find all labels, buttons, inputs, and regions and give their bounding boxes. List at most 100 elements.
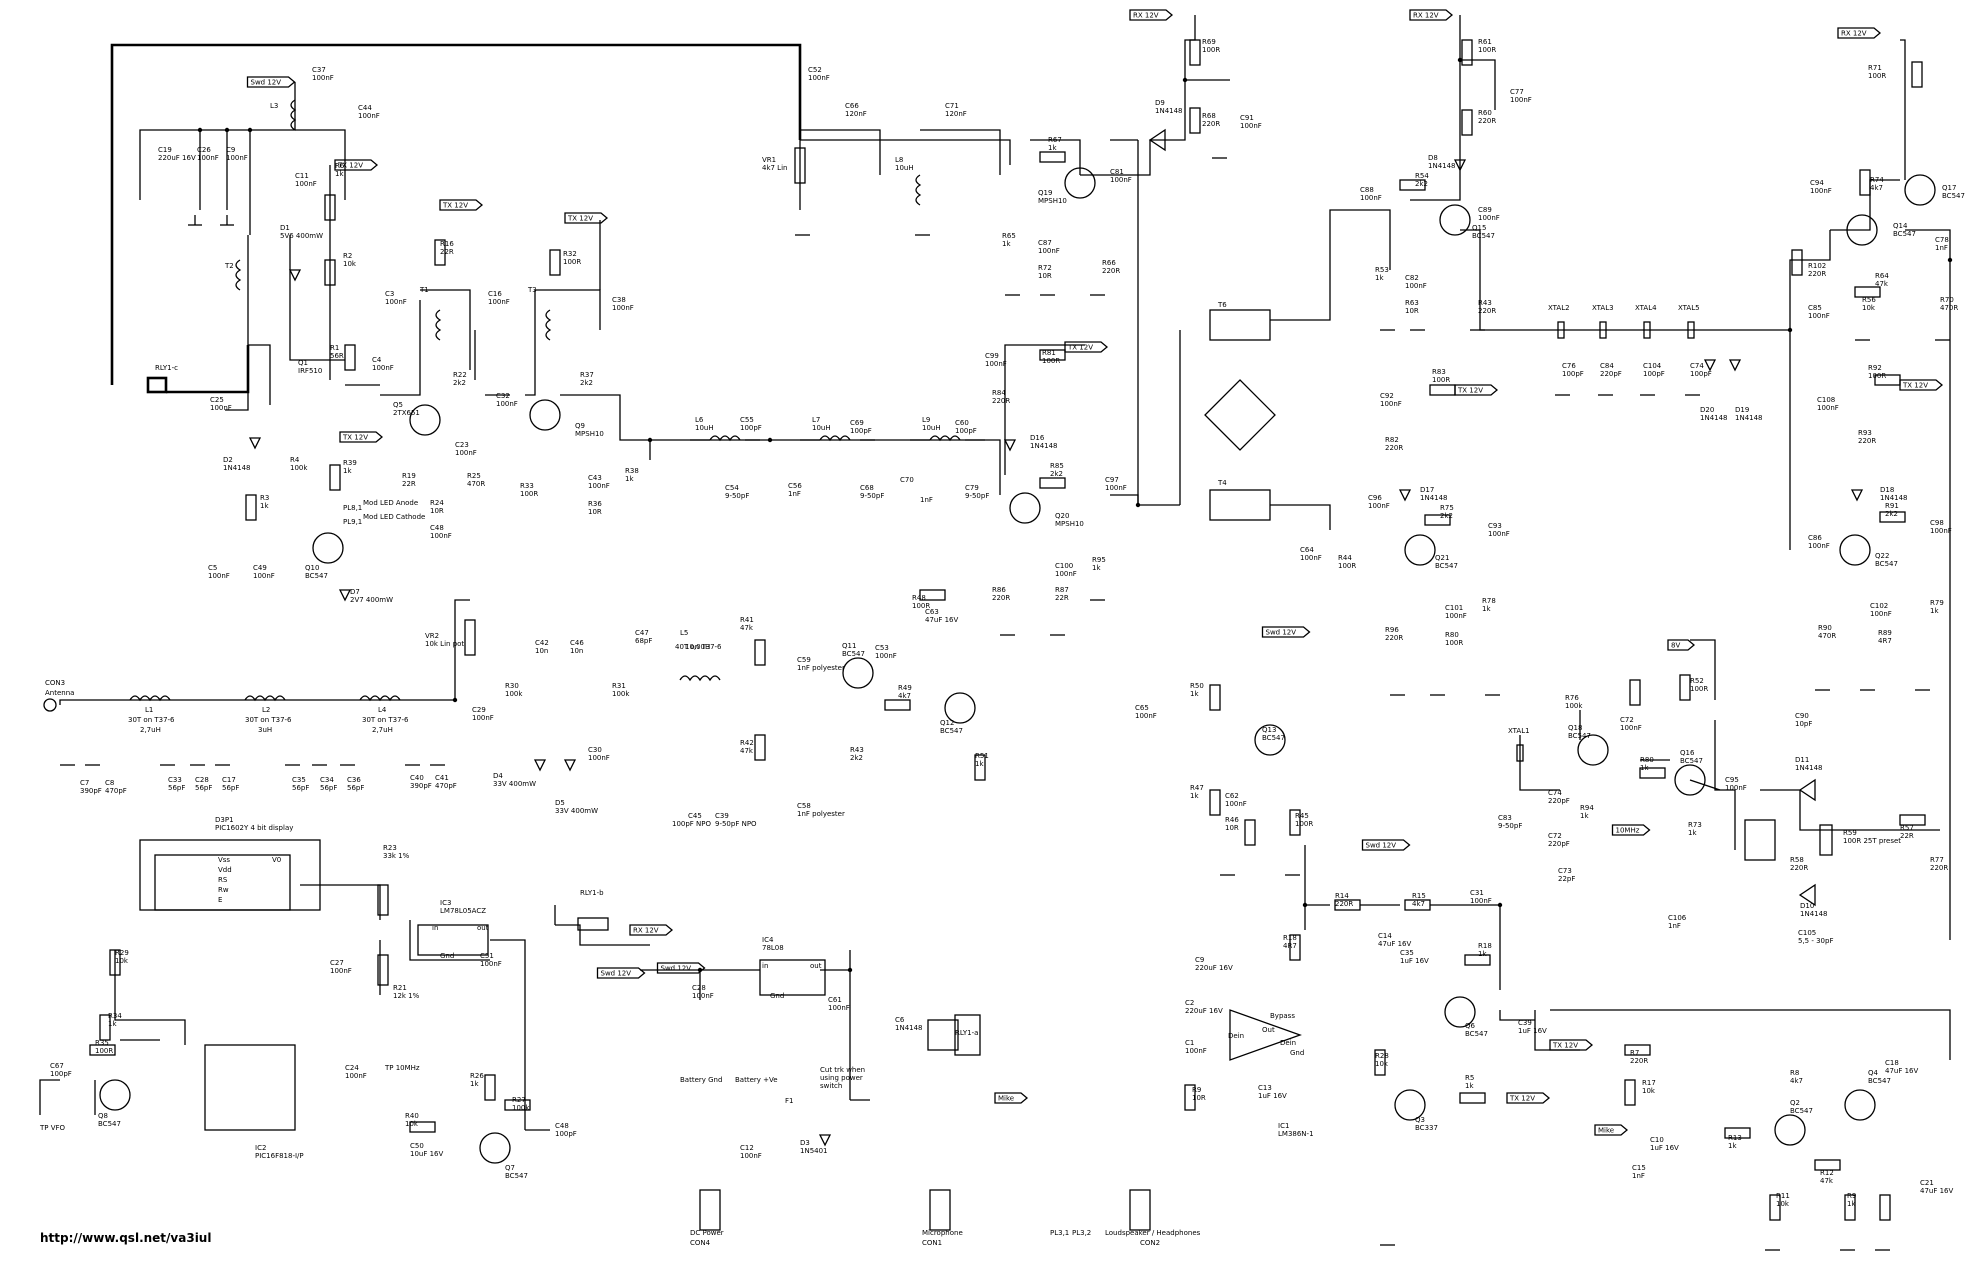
label-c92: C92: [1380, 392, 1394, 400]
label-ic4-out: out: [810, 962, 822, 970]
label-gnd: Gnd: [1290, 1049, 1304, 1057]
label-c28b-val: 100nF: [692, 992, 714, 1000]
label-r31-val: 100k: [612, 690, 630, 698]
label-c48b-val: 100pF: [555, 1130, 577, 1138]
label-c29: C29: [472, 706, 486, 714]
label-q7: Q7: [505, 1164, 515, 1172]
label-r9b-val: 1k: [1847, 1200, 1856, 1208]
label-ic4-gnd: Gnd: [770, 992, 784, 1000]
label-l1-val: 2,7uH: [140, 726, 161, 734]
footer-url: http://www.qsl.net/va3iul: [40, 1231, 212, 1245]
label-r64-val: 47k: [1875, 280, 1889, 288]
label-c45-val: 100pF NPO: [672, 820, 712, 828]
label-d20: D20: [1700, 406, 1714, 414]
label-l6: L6: [695, 416, 704, 424]
label-c39: C39: [715, 812, 729, 820]
label-r47: R47: [1190, 784, 1204, 792]
label-t6: T6: [1217, 301, 1227, 309]
label-c17-val: 56pF: [222, 784, 239, 792]
label-xtal3: XTAL3: [1592, 304, 1614, 312]
label-q10-val: BC547: [305, 572, 328, 580]
label-cut-trk: Cut trk when: [820, 1066, 865, 1074]
label-c4: C4: [372, 356, 382, 364]
label-r19-val: 22R: [402, 480, 416, 488]
label-r25-val: 470R: [467, 480, 485, 488]
label-c25-val: 100nF: [210, 404, 232, 412]
label-q14: Q14: [1893, 222, 1908, 230]
label-c39b-val: 1uF 16V: [1518, 1027, 1547, 1035]
port-swd-3-text: Swd 12V: [601, 970, 632, 978]
label-q4-val: BC547: [1868, 1077, 1891, 1085]
label-c28: C28: [195, 776, 209, 784]
label-r8: R8: [1790, 1069, 1799, 1077]
label-r3: R3: [260, 494, 269, 502]
label-q5: Q5: [393, 401, 403, 409]
label-q11-val: BC547: [842, 650, 865, 658]
label-c1-val: 100nF: [1185, 1047, 1207, 1055]
label-c98: C98: [1930, 519, 1944, 527]
label-tp-vfo: TP VFO: [39, 1124, 66, 1132]
label-d3p1: D3P1: [215, 816, 234, 824]
label-c47-val: 68pF: [635, 637, 652, 645]
label-c90-val: 10pF: [1795, 720, 1812, 728]
label-c93: C93: [1488, 522, 1502, 530]
port-rx-top-2: RX 12V: [1409, 9, 1454, 21]
label-c62-val: 100nF: [1225, 800, 1247, 808]
label-c58: C58: [797, 802, 811, 810]
label-c56: C56: [788, 482, 802, 490]
label-c72b-val: 220pF: [1548, 840, 1570, 848]
label-q15: Q15: [1472, 224, 1486, 232]
label-c106: C106: [1668, 914, 1687, 922]
label-c10: C10: [1650, 1136, 1664, 1144]
label-c101-val: 100nF: [1445, 612, 1467, 620]
label-c18: C18: [1885, 1059, 1899, 1067]
label-r56-val: 10k: [1862, 304, 1876, 312]
label-c26-val: 100nF: [197, 154, 219, 162]
label-c102-val: 100nF: [1870, 610, 1892, 618]
label-r19: R19: [402, 472, 416, 480]
label-r63-val: 10R: [1405, 307, 1419, 315]
label-r11: R11: [1776, 1192, 1790, 1200]
label-r27: R27: [512, 1096, 526, 1104]
label-d19-val: 1N4148: [1735, 414, 1763, 422]
label-q1-val: IRF510: [298, 367, 322, 375]
port-tx-6-text: TX 12V: [1457, 387, 1483, 395]
label-r52-val: 100R: [1690, 685, 1708, 693]
label-r33: R33: [520, 482, 534, 490]
label-c98-val: 100nF: [1930, 527, 1952, 535]
label-c60-val: 100pF: [955, 427, 977, 435]
label-microphone: Microphone: [922, 1229, 963, 1237]
label-r23-val: 33k 1%: [383, 852, 410, 860]
label-l5-desc: 40T on T37-6: [675, 643, 722, 651]
label-c104-val: 100pF: [1643, 370, 1665, 378]
label-ic1-val: LM386N-1: [1278, 1130, 1314, 1138]
label-c97: C97: [1105, 476, 1119, 484]
label-q3-val: BC337: [1415, 1124, 1438, 1132]
label-q19: Q19: [1038, 189, 1052, 197]
label-c19: C19: [158, 146, 172, 154]
label-r81-val: 100R: [1042, 357, 1060, 365]
label-c51: C51: [480, 952, 494, 960]
label-r14: R14: [1335, 892, 1349, 900]
label-r56: R56: [1862, 296, 1876, 304]
label-l5-val: 10,0uH: [685, 643, 710, 651]
label-t4: T4: [1217, 479, 1227, 487]
label-e: E: [218, 896, 222, 904]
label-c26: C26: [197, 146, 211, 154]
label-c106-val: 1nF: [1668, 922, 1681, 930]
label-c43-val: 100nF: [588, 482, 610, 490]
label-d3p1-val: PIC1602Y 4 bit display: [215, 824, 293, 832]
label-c46-val: 10n: [570, 647, 583, 655]
label-c10-val: 1uF 16V: [1650, 1144, 1679, 1152]
label-c44-val: 100nF: [358, 112, 380, 120]
label-c79: C79: [965, 484, 979, 492]
label-c85-val: 100nF: [1808, 312, 1830, 320]
label-c71: C71: [945, 102, 959, 110]
port-rx-4: RX 12V: [629, 924, 674, 936]
label-antenna: Antenna: [45, 689, 74, 697]
label-c50-val: 10uF 16V: [410, 1150, 444, 1158]
label-c4-val: 100nF: [372, 364, 394, 372]
label-r84-val: 220R: [992, 397, 1010, 405]
label-c35: C35: [292, 776, 306, 784]
label-l7-val: 10uH: [812, 424, 831, 432]
